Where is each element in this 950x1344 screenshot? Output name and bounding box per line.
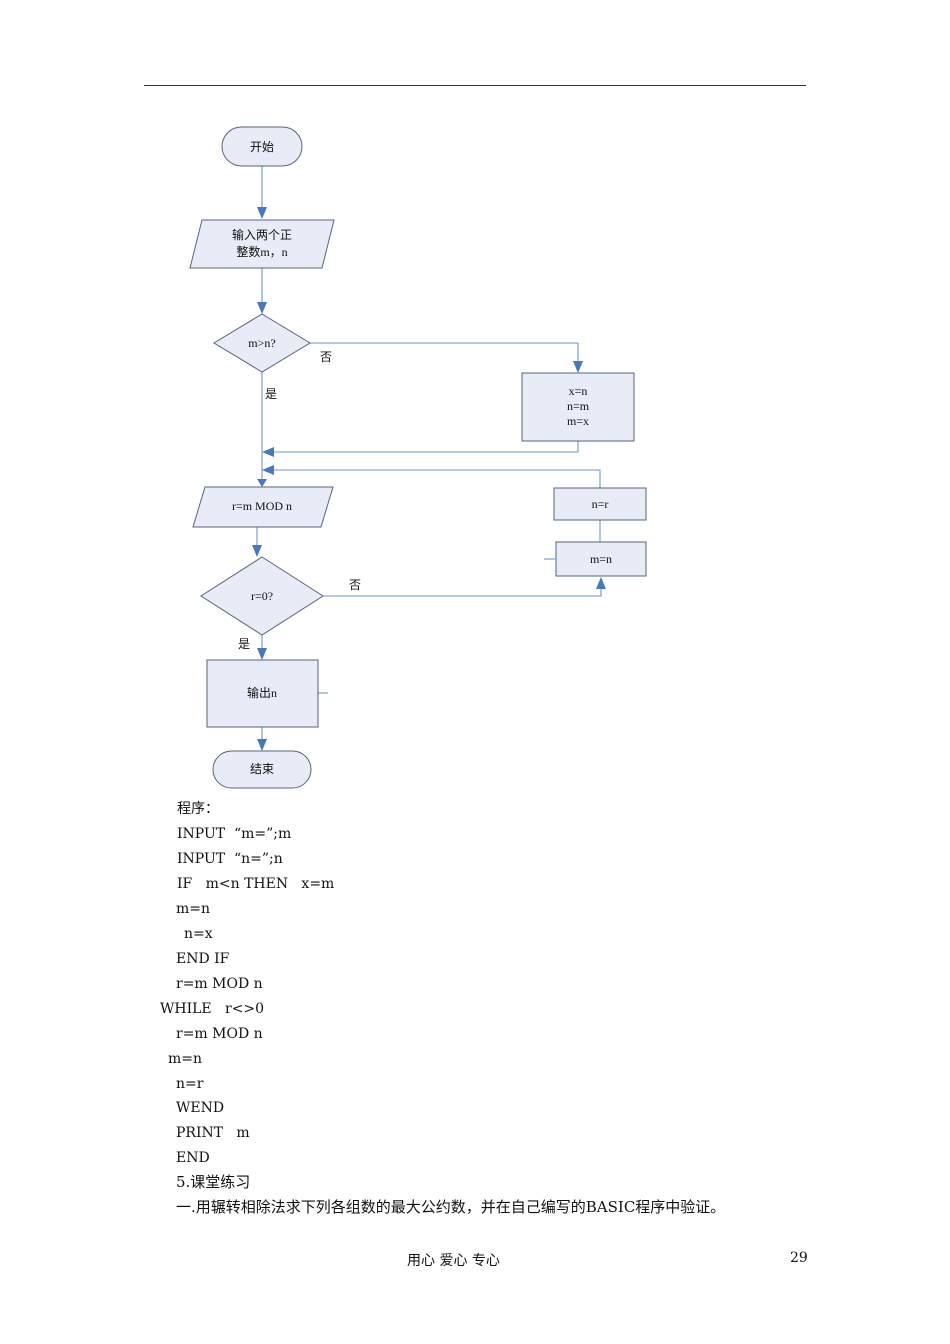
input-label-line1: 输入两个正 (232, 227, 292, 242)
start-terminal (221, 126, 303, 167)
swap-label-line2: n=m (567, 399, 590, 413)
start-label: 开始 (250, 140, 274, 154)
end-terminal (212, 750, 312, 789)
page-number: 29 (790, 1250, 808, 1266)
mod-parallelogram (192, 486, 334, 528)
decision2-yes-label: 是 (238, 637, 250, 651)
program-line: WEND (176, 1100, 225, 1116)
mod-step-label: r=m MOD n (232, 499, 292, 513)
program-heading: 程序： (177, 801, 219, 817)
program-line: m=n (176, 901, 211, 917)
program-line: n=r (176, 1076, 204, 1092)
input-parallelogram (189, 219, 335, 269)
n-assign-label: n=r (592, 497, 609, 511)
flow-arrowheads (252, 207, 606, 751)
decision1-yes-label: 是 (265, 387, 277, 401)
program-line: r=m MOD n (176, 976, 263, 992)
program-line: END IF (176, 951, 230, 967)
output-label: 输出n (247, 685, 277, 700)
decision-r-zero (200, 556, 324, 636)
footer-motto: 用心 爱心 专心 (407, 1253, 500, 1269)
gcd-flowchart: 开始 输入两个正 整数m，n m>n? 否 是 x=n n=m m=x r=m … (189, 126, 647, 789)
decision1-no-label: 否 (320, 350, 332, 364)
input-label-line2: 整数m，n (236, 244, 287, 259)
program-line: PRINT m (176, 1125, 250, 1141)
program-line: INPUT “m=”;m (177, 826, 292, 842)
end-label: 结束 (250, 762, 274, 776)
exercise-section-title: 5.课堂练习 (176, 1173, 251, 1191)
swap-process (521, 372, 635, 442)
program-line: INPUT “n=”;n (177, 851, 283, 867)
exercise-item-1: 一.用辗转相除法求下列各组数的最大公约数，并在自己编写的BASIC程序中验证。 (176, 1198, 726, 1216)
decision2-no-label: 否 (349, 578, 361, 592)
program-line: m=n (168, 1051, 203, 1067)
m-equals-n-process (555, 541, 647, 577)
program-line: WHILE r<>0 (160, 1001, 265, 1017)
program-line: n=x (184, 926, 213, 942)
decision2-label: r=0? (251, 589, 273, 603)
m-assign-label: m=n (590, 552, 612, 566)
decision1-label: m>n? (248, 336, 275, 350)
decision-m-greater-n (213, 313, 311, 373)
header-rule (144, 85, 806, 86)
program-line: IF m<n THEN x=m (177, 876, 335, 892)
output-process (206, 659, 319, 728)
program-line: r=m MOD n (176, 1026, 263, 1042)
swap-label-line3: m=x (567, 414, 589, 428)
n-equals-r-process (553, 487, 647, 521)
swap-label-line1: x=n (569, 384, 588, 398)
program-line: END (176, 1150, 210, 1166)
